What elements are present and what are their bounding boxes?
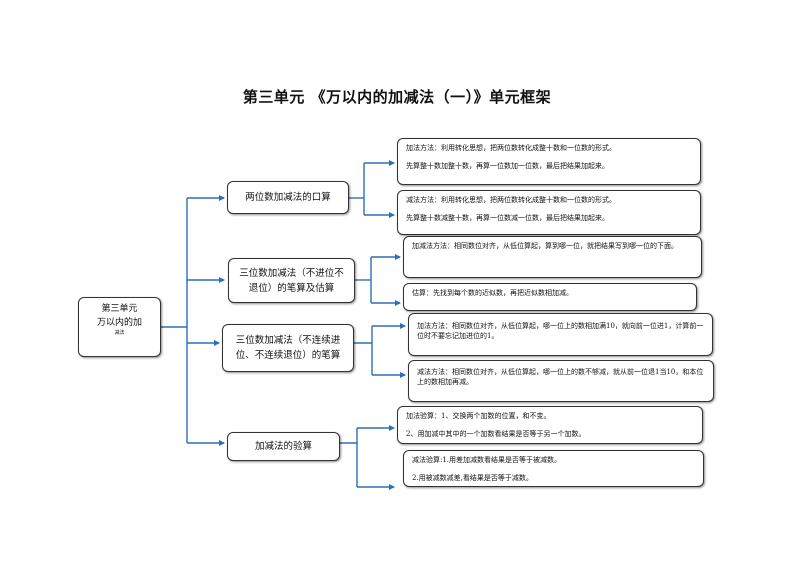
leaf-borrow-subtraction: 减法方法：相同数位对齐，从低位算起，哪一位上的数不够减，就从前一位退1当10，和…	[408, 360, 714, 402]
leaf-line: 估算：先找到每个数的近似数，再把近似数相加减。	[412, 289, 573, 297]
page-title: 第三单元 《万以内的加减法（一）》单元框架	[242, 88, 552, 106]
root-line-2: 万以内的加	[96, 318, 142, 328]
leaf-line: 先算整十数加整十数，再算一位数加一位数，最后把结果加起来。	[406, 162, 609, 170]
branch-three-digit-carry: 三位数加减法（不连续进位、不连续退位）的笔算	[222, 324, 354, 372]
leaf-line: 减法验算:1.用差加减数看结果是否等于被减数。	[412, 456, 562, 464]
root-line-1: 第三单元	[101, 304, 138, 314]
branch-label: 三位数加减法（不进位不退位）的笔算及估算	[239, 267, 344, 294]
leaf-line: 2.用被减数减差,看结果是否等于减数。	[412, 474, 533, 482]
branch-label: 加减法的验算	[254, 441, 312, 452]
leaf-addition-check: 加法验算：1、交换两个加数的位置，和不变。 2、用加减中其中的一个加数看结果是否…	[397, 406, 703, 444]
leaf-carry-addition: 加法方法：相同数位对齐，从低位算起，哪一位上的数相加满10，就向前一位进1，计算…	[408, 313, 713, 356]
leaf-line: 2、用加减中其中的一个加数看结果是否等于另一个加数。	[406, 430, 586, 438]
branch-three-digit-no-carry: 三位数加减法（不进位不退位）的笔算及估算	[228, 258, 355, 303]
leaf-line: 加法验算：1、交换两个加数的位置，和不变。	[406, 412, 551, 420]
leaf-add-sub-method: 加减法方法：相同数位对齐，从低位算起，算到哪一位，就把结果写到哪一位的下面。	[403, 236, 702, 278]
leaf-subtraction-method: 减法方法：利用转化思想，把两位数转化成整十数和一位数的形式。 先算整十数减整十数…	[397, 190, 701, 235]
leaf-line: 减法方法：利用转化思想，把两位数转化成整十数和一位数的形式。	[406, 196, 616, 204]
leaf-line: 加法方法：利用转化思想，把两位数转化成整十数和一位数的形式。	[406, 144, 616, 152]
root-line-3: 减法	[114, 330, 125, 336]
leaf-line: 减法方法：相同数位对齐，从低位算起，哪一位上的数不够减，就从前一位退1当10，和…	[417, 368, 704, 386]
leaf-line: 加法方法：相同数位对齐，从低位算起，哪一位上的数相加满10，就向前一位进1，计算…	[417, 322, 704, 340]
leaf-line: 先算整十数减整十数，再算一位数减一位数，最后把结果加起来。	[406, 214, 609, 222]
branch-two-digit-mental: 两位数加减法的口算	[227, 181, 349, 214]
leaf-estimation: 估算：先找到每个数的近似数，再把近似数相加减。	[403, 283, 697, 311]
leaf-line: 加减法方法：相同数位对齐，从低位算起，算到哪一位，就把结果写到哪一位的下面。	[412, 242, 678, 250]
branch-label: 三位数加减法（不连续进位、不连续退位）的笔算	[235, 335, 341, 361]
leaf-subtraction-check: 减法验算:1.用差加减数看结果是否等于被减数。 2.用被减数减差,看结果是否等于…	[403, 450, 704, 487]
branch-label: 两位数加减法的口算	[245, 192, 331, 203]
root-node: 第三单元 万以内的加 减法	[78, 297, 161, 357]
leaf-addition-method: 加法方法：利用转化思想，把两位数转化成整十数和一位数的形式。 先算整十数加整十数…	[397, 138, 701, 185]
branch-verification: 加减法的验算	[227, 432, 340, 461]
